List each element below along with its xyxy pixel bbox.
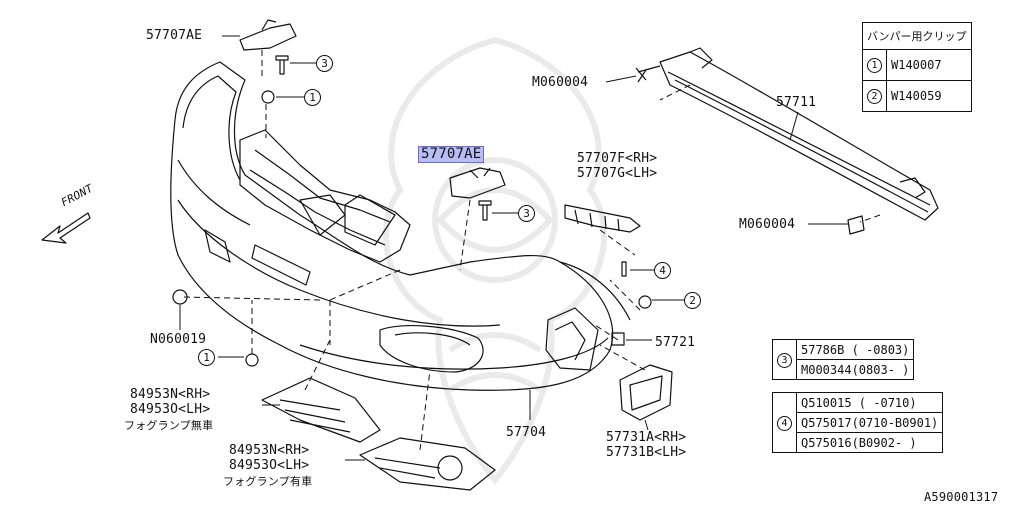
clip-57721 [611,332,625,346]
clip-row-part: W140059 [886,80,972,112]
screw-4 [621,261,627,277]
part-57707F[interactable]: 57707F<RH> [577,151,658,166]
table3-num: 3 [777,352,792,368]
part-57721[interactable]: 57721 [655,335,696,350]
bolt-M060004-bot [847,215,865,235]
table-row[interactable]: Q575017(0710-B0901) [773,412,944,433]
part-57704[interactable]: 57704 [506,425,547,440]
table-row[interactable]: 3 57786B ( -0803) [772,339,915,380]
front-arrow [41,212,91,244]
clip-row-num: 2 [867,89,882,104]
table-row[interactable]: 2 W140059 [862,80,972,112]
table3-row: 57786B ( -0803) [795,339,915,360]
screw-3-top [275,55,289,75]
clip-table-title: バンパー用クリップ [862,22,972,50]
table-row[interactable]: M000344(0803- ) [773,359,915,380]
part-84953N-with-fog[interactable]: 84953N<RH> [229,443,310,458]
part-84953N-no-fog[interactable]: 84953N<RH> [130,387,211,402]
table-callout-3: 3 57786B ( -0803) M000344(0803- ) [772,339,915,380]
cover-57731 [619,364,673,421]
part-M060004-top[interactable]: M060004 [532,75,589,90]
fog-cover-no-fog [261,377,381,443]
callout-1-top[interactable]: 1 [304,89,321,106]
clip-2 [638,295,652,309]
callout-3-mid[interactable]: 3 [518,205,535,222]
note-fog-none: フォグランプ無車 [124,419,214,432]
part-57707G[interactable]: 57707G<LH> [577,166,658,181]
table4-row: Q575017(0710-B0901) [795,412,944,433]
part-84953O-with-fog[interactable]: 84953O<LH> [229,458,310,473]
part-57731A[interactable]: 57731A<RH> [606,430,687,445]
bracket-57707AE-top [239,23,297,51]
table-row[interactable]: Q575016(B0902- ) [773,432,944,453]
fog-cover-with-fog [359,437,496,491]
note-fog-with: フォグランプ有車 [223,475,313,488]
clip-1-lower [245,353,259,367]
callout-1-bottom[interactable]: 1 [198,349,215,366]
part-M060004-bot[interactable]: M060004 [739,217,796,232]
callout-3-top[interactable]: 3 [316,55,333,72]
clip-table: バンパー用クリップ 1 W140007 2 W140059 [862,22,972,112]
part-57731B[interactable]: 57731B<LH> [606,445,687,460]
table-row[interactable]: 1 W140007 [862,49,972,81]
part-57711[interactable]: 57711 [776,95,817,110]
screw-3-mid [478,200,492,221]
callout-2[interactable]: 2 [684,292,701,309]
part-57707AE-top[interactable]: 57707AE [146,28,203,43]
document-code: A590001317 [924,490,999,504]
bumper-cover-57704 [170,61,631,391]
clip-row-num: 1 [867,58,882,73]
grille-structure [239,129,411,263]
table4-row: Q575016(B0902- ) [795,432,944,453]
table-row[interactable]: 4 Q510015 ( -0710) [772,392,944,453]
clip-row-part: W140007 [886,49,972,81]
watermark-emblem [383,36,607,485]
clip-1-upper [261,90,275,104]
side-bracket [564,204,641,233]
table3-row: M000344(0803- ) [795,359,915,380]
table4-row: Q510015 ( -0710) [795,392,944,413]
part-57707AE-highlighted[interactable]: 57707AE [418,146,485,163]
bracket-57707AE-mid [449,167,506,199]
table-callout-4: 4 Q510015 ( -0710) Q575017(0710-B0901) Q… [772,392,944,453]
bolt-M060004-top [635,65,661,83]
part-N060019[interactable]: N060019 [150,332,207,347]
part-84953O-no-fog[interactable]: 84953O<LH> [130,402,211,417]
reinforcement-57711 [659,47,939,221]
callout-4[interactable]: 4 [654,262,671,279]
table4-num: 4 [777,415,792,431]
